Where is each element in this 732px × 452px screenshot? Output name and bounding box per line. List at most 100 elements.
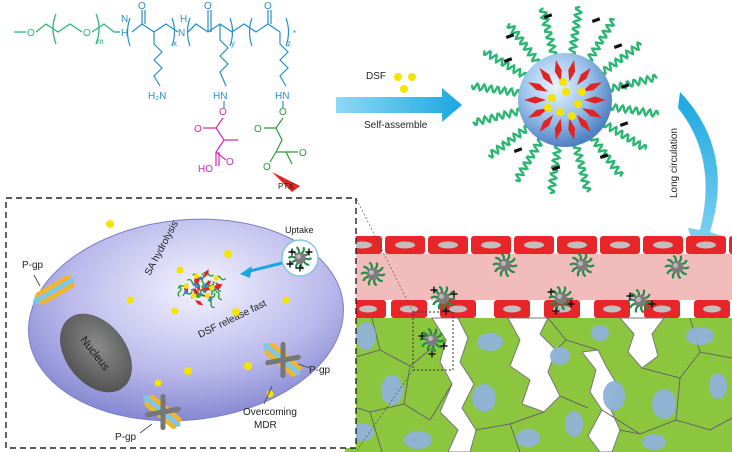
sa-carbonyl-oxygen: O [194, 124, 202, 135]
minus-charge [613, 43, 623, 49]
ptx-diamond [582, 108, 602, 118]
polymer-fragment-dot [202, 289, 207, 294]
endothelial-nucleus [696, 241, 716, 249]
endothelial-nucleus [400, 305, 418, 313]
tissue-cell-nucleus [709, 373, 727, 399]
endothelial-nucleus [352, 241, 372, 249]
dsf-dot [204, 292, 210, 299]
dsf-dot [559, 78, 567, 86]
ptx-diamond [204, 268, 209, 278]
plus-charge [296, 264, 304, 272]
amine-h2n: H₂N [148, 91, 166, 102]
ptx-diamond [568, 60, 576, 82]
peg-tail [572, 143, 592, 193]
peg-tail [472, 107, 522, 127]
ptx-diamond [528, 82, 548, 92]
polymer-fragment-dot [208, 297, 213, 301]
plus-charge [305, 248, 313, 256]
endothelial-nucleus [653, 305, 671, 313]
minus-charge [505, 33, 515, 39]
dsf-dot [544, 104, 552, 112]
pgp-domain [144, 401, 177, 429]
pgp-label-3: P-gp [309, 365, 331, 376]
peg-oxygen-1: O [27, 28, 35, 39]
small-core-highlight [578, 261, 583, 266]
small-core-highlight [369, 270, 374, 275]
succ-carbonyl-oxygen-1: O [254, 124, 262, 135]
ptx-diamond [576, 114, 591, 133]
polymer-fragment-dot [197, 292, 201, 297]
plus-charge [552, 307, 560, 315]
polymer-fragment-dot [196, 284, 200, 288]
tissue-gap [618, 317, 665, 369]
plus-charge [288, 248, 296, 256]
peg-fragment [182, 291, 193, 297]
peg-tail [488, 124, 530, 159]
pgp-efflux-arrowhead [143, 395, 151, 403]
minus-charge [620, 83, 630, 89]
peg-tail [514, 137, 544, 183]
plus-charge [626, 292, 634, 300]
dsf-dot [193, 273, 200, 279]
endothelial-nucleus [438, 241, 458, 249]
minus-charge [591, 17, 601, 23]
peg-oxygen-2: O [83, 28, 91, 39]
small-core-highlight [673, 263, 678, 268]
pgp-domain [35, 275, 71, 299]
pgp-domain [264, 349, 297, 377]
dsf-dot [556, 108, 564, 116]
small-nanoparticle [627, 288, 653, 314]
pgp-domain [149, 395, 182, 423]
peg-fragment [201, 272, 205, 284]
blocked-cross [265, 341, 301, 379]
nanoparticle-core [518, 53, 612, 147]
small-core-highlight [557, 294, 562, 299]
peg-fragment [177, 286, 182, 298]
pgp-transporter [32, 275, 75, 305]
polymer-structure: O O m N H N H O O O x y z * H₂N HN HN O … [14, 1, 307, 192]
sa-acid-oxygen: O [226, 157, 234, 168]
plus-charge [286, 260, 294, 268]
self-assemble-label: Self-assemble [364, 120, 428, 131]
polymer-fragment-dot [199, 276, 203, 281]
sa-hydroxyl: HO [198, 164, 213, 175]
pgp-label-1: P-gp [22, 260, 44, 271]
dsf-dot [213, 275, 219, 281]
dsf-dot [394, 73, 402, 81]
minus-charge [551, 165, 561, 171]
sa-ester-oxygen: O [219, 107, 227, 118]
mdr-label: MDR [254, 420, 277, 431]
dsf-dot [209, 285, 215, 291]
amide-hn-2: HN [275, 91, 289, 102]
tissue-cell-nucleus [591, 325, 609, 341]
dsf-dot [574, 100, 582, 108]
plus-charge [430, 286, 438, 294]
endothelial-nucleus [481, 241, 501, 249]
endothelial-nucleus [603, 305, 621, 313]
minus-charge [543, 13, 553, 19]
small-nanoparticle [569, 252, 595, 278]
polymer-fragment-dot [184, 290, 188, 294]
succ-ptx-oxygen: O [263, 162, 271, 173]
minus-charge [599, 153, 609, 159]
dsf-dot [548, 94, 556, 102]
ptx-diamond [584, 96, 606, 104]
backbone-nh-h: H [121, 28, 128, 39]
peg-tail [567, 5, 584, 56]
endothelial-nucleus [395, 241, 415, 249]
peg-tail [600, 41, 642, 76]
endothelial-nucleus [503, 305, 521, 313]
tissue-cell-nucleus [603, 381, 625, 411]
small-core-highlight [296, 254, 301, 259]
long-circulation-arrow: Long circulation [669, 92, 722, 268]
tissue-cell-nucleus [652, 389, 676, 419]
nucleus [60, 313, 132, 393]
block-subscript-y: y [231, 39, 235, 48]
endothelial-nucleus [653, 241, 673, 249]
blocked-cross [145, 393, 181, 431]
pgp-transporter [143, 393, 182, 431]
peg-tail [482, 49, 528, 79]
ptx-diamond [554, 118, 562, 140]
free-dsf [106, 220, 290, 398]
ptx-diamond [272, 172, 300, 192]
